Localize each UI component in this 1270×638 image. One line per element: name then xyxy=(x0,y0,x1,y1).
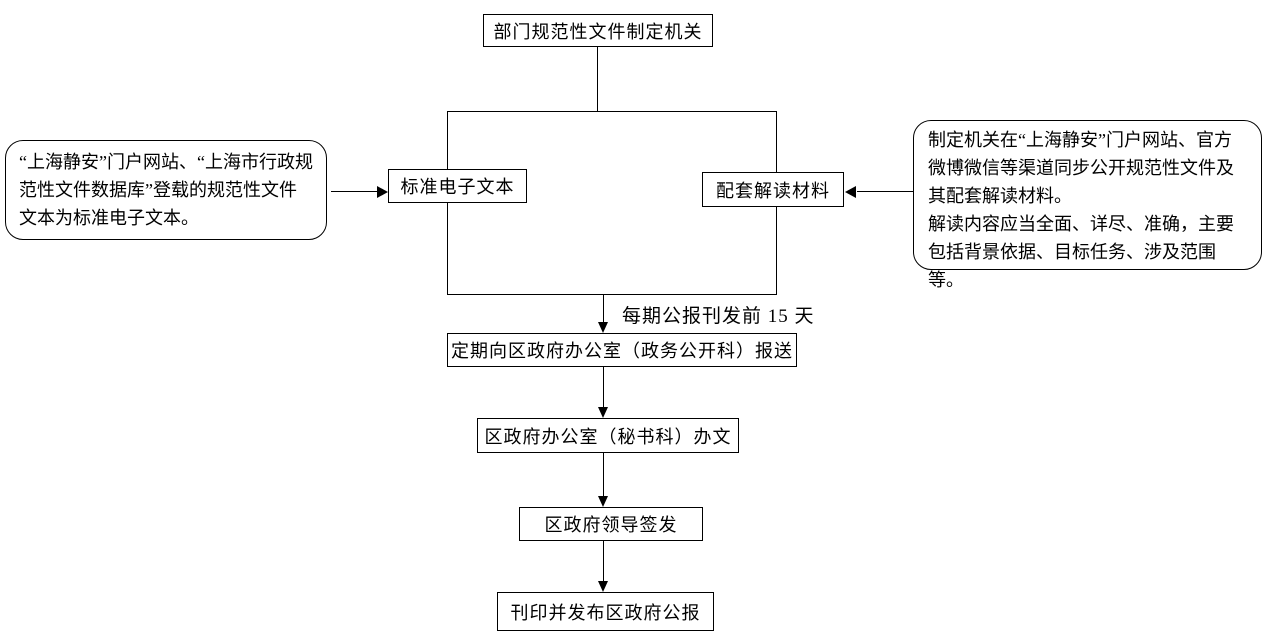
connector-note-left-standard xyxy=(331,191,378,192)
node-publish: 刊印并发布区政府公报 xyxy=(497,592,714,631)
note-left-text: “上海静安”门户网站、“上海市行政规范性文件数据库”登载的规范性文件文本为标准电… xyxy=(19,152,313,228)
connector-frame-report xyxy=(603,295,604,323)
arrowhead-down-icon xyxy=(598,581,608,592)
connector-report-office xyxy=(603,367,604,408)
connector-authority-frame xyxy=(597,47,598,111)
node-authority: 部门规范性文件制定机关 xyxy=(483,14,713,47)
edge-label-report-timing: 每期公报刊发前 15 天 xyxy=(622,306,815,327)
connector-sign-publish xyxy=(603,541,604,582)
note-standard-text-definition: “上海静安”门户网站、“上海市行政规范性文件数据库”登载的规范性文件文本为标准电… xyxy=(5,140,327,240)
node-standard-text: 标准电子文本 xyxy=(388,169,527,203)
node-support-material: 配套解读材料 xyxy=(702,172,844,207)
connector-note-right-support xyxy=(857,191,913,192)
arrowhead-down-icon xyxy=(598,322,608,333)
arrowhead-down-icon xyxy=(598,407,608,418)
node-sign: 区政府领导签发 xyxy=(519,507,703,541)
arrowhead-right-icon xyxy=(377,186,388,198)
note-publicity-requirements: 制定机关在“上海静安”门户网站、官方微博微信等渠道同步公开规范性文件及其配套解读… xyxy=(913,120,1262,290)
connector-office-sign xyxy=(603,453,604,497)
arrowhead-down-icon xyxy=(598,496,608,507)
node-office: 区政府办公室（秘书科）办文 xyxy=(477,418,739,453)
arrowhead-left-icon xyxy=(845,186,856,198)
note-right-paragraph-1: 制定机关在“上海静安”门户网站、官方微博微信等渠道同步公开规范性文件及其配套解读… xyxy=(928,130,1234,206)
note-right-paragraph-2: 解读内容应当全面、详尽、准确，主要包括背景依据、目标任务、涉及范围等。 xyxy=(928,214,1234,290)
node-report: 定期向区政府办公室（政务公开科）报送 xyxy=(447,333,797,367)
